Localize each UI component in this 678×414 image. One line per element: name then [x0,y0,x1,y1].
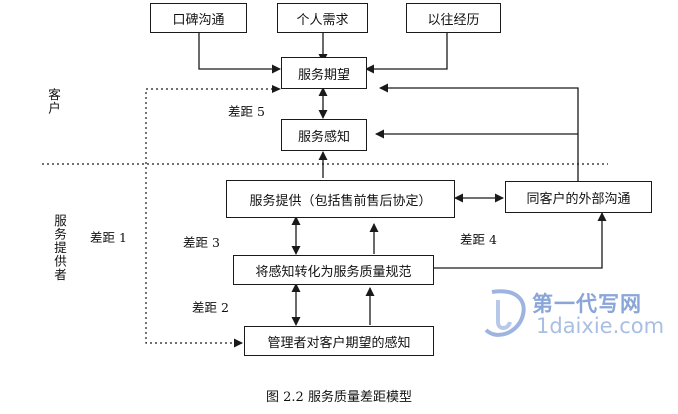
perceived-service-box: 服务感知 [281,119,367,151]
expected-service-box: 服务期望 [281,57,367,89]
watermark-domain-text: 1daixie.com [536,314,665,338]
arrow-gap1-loop [145,88,278,348]
customer-zone-label: 客户 [46,88,61,115]
gap1-label: 差距 1 [90,230,127,245]
arrow-word-of-mouth-to-expectation [198,33,281,74]
past-experience-box: 以往经历 [406,3,501,33]
watermark-chinese-text: 第一代写网 [532,292,642,316]
word-of-mouth-box: 口碑沟通 [150,3,247,33]
provider-zone-label: 服务提供者 [52,214,67,282]
arrow-past-experience-to-expectation [365,33,448,74]
management-perceptions-box: 管理者对客户期望的感知 [244,326,434,356]
watermark-emblem-icon [484,289,526,337]
perceived-service-label: 服务感知 [297,129,350,145]
word-of-mouth-label: 口碑沟通 [172,12,225,28]
service-quality-specs-box: 将感知转化为服务质量规范 [233,255,434,285]
gap2-label: 差距 2 [192,300,229,315]
service-quality-specs-label: 将感知转化为服务质量规范 [255,264,412,280]
past-experience-label: 以往经历 [427,12,480,28]
watermark-logo: 第一代写网 1daixie.com [478,286,678,346]
arrow-external-to-expectation [379,83,579,181]
figure-caption: 图 2.2 服务质量差距模型 [266,390,412,405]
expected-service-label: 服务期望 [297,67,350,83]
gap1-arrowhead [272,85,281,93]
gap3-label: 差距 3 [183,235,220,250]
personal-needs-box: 个人需求 [277,3,368,33]
arrow-specs-to-external [434,212,607,269]
gap4-label: 差距 4 [460,232,497,247]
external-communication-box: 同客户的外部沟通 [505,181,652,213]
management-perceptions-label: 管理者对客户期望的感知 [267,335,411,351]
service-delivery-box: 服务提供（包括售前售后协定） [226,180,455,218]
gap5-label: 差距 5 [228,104,265,119]
external-communication-label: 同客户的外部沟通 [526,191,631,207]
service-delivery-label: 服务提供（包括售前售后协定） [249,193,432,209]
personal-needs-label: 个人需求 [296,12,349,28]
